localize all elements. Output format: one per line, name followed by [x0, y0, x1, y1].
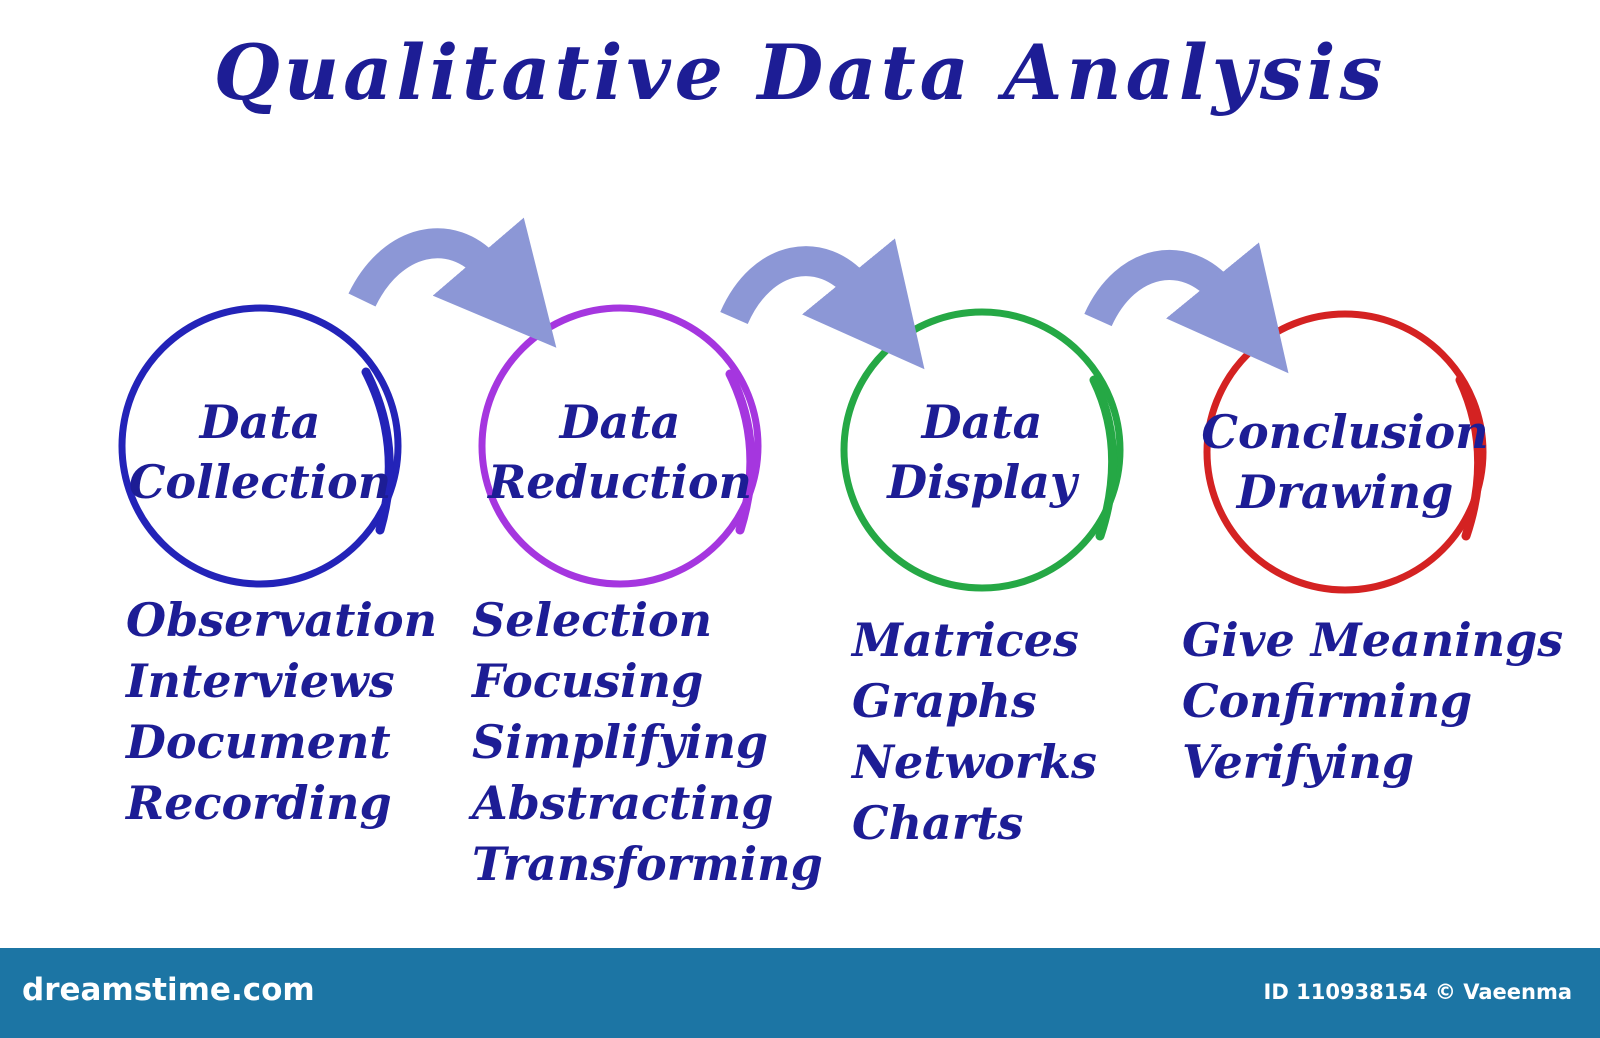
stage-circle-data-display: [840, 308, 1124, 592]
stage-label-data-display: Data Display: [832, 392, 1132, 512]
list-item: Simplifying: [472, 715, 769, 769]
item-list-data-reduction: Selection Focusing Simplifying Abstracti…: [472, 590, 823, 895]
stage-label-line: Reduction: [488, 455, 752, 509]
list-item: Confirming: [1182, 674, 1473, 728]
stage-label-line: Conclusion: [1201, 405, 1489, 459]
flow-diagram: [118, 217, 1487, 594]
stage-label-line: Collection: [128, 455, 392, 509]
stage-label-line: Data: [199, 395, 321, 449]
footer-bar: dreamstime.com ID 110938154 © Vaeenma: [0, 948, 1600, 1038]
flow-arrow-1: [348, 217, 557, 348]
list-item: Document: [126, 715, 391, 769]
flow-arrow-2: [720, 238, 925, 370]
list-item: Networks: [852, 735, 1097, 789]
list-item: Selection: [472, 593, 713, 647]
item-list-data-display: Matrices Graphs Networks Charts: [852, 610, 1097, 854]
list-item: Focusing: [472, 654, 704, 708]
list-item: Verifying: [1182, 735, 1415, 789]
stage-label-line: Drawing: [1236, 465, 1454, 519]
stage-label-data-collection: Data Collection: [110, 392, 410, 512]
list-item: Abstracting: [472, 776, 774, 830]
flow-arrow-3: [1084, 242, 1289, 374]
stage-circle-data-reduction: [478, 304, 762, 588]
list-item: Give Meanings: [1182, 613, 1564, 667]
list-item: Observation: [126, 593, 438, 647]
footer-credit: ID 110938154 © Vaeenma: [1263, 980, 1572, 1004]
diagram-title: Qualitative Data Analysis: [213, 28, 1387, 117]
stage-circle-conclusion-drawing: [1203, 310, 1487, 594]
stage-label-line: Display: [887, 455, 1077, 509]
footer-brand: dreamstime.com: [22, 972, 315, 1008]
stage-circle-data-collection: [118, 304, 402, 588]
stage-label-conclusion-drawing: Conclusion Drawing: [1195, 402, 1495, 522]
list-item: Graphs: [852, 674, 1037, 728]
list-item: Interviews: [126, 654, 395, 708]
stage-label-line: Data: [921, 395, 1043, 449]
item-list-data-collection: Observation Interviews Document Recordin…: [126, 590, 437, 834]
stage-label-line: Data: [559, 395, 681, 449]
list-item: Transforming: [472, 837, 823, 891]
item-list-conclusion-drawing: Give Meanings Confirming Verifying: [1182, 610, 1563, 793]
stage-label-data-reduction: Data Reduction: [470, 392, 770, 512]
list-item: Charts: [852, 796, 1024, 850]
list-item: Recording: [126, 776, 392, 830]
list-item: Matrices: [852, 613, 1079, 667]
